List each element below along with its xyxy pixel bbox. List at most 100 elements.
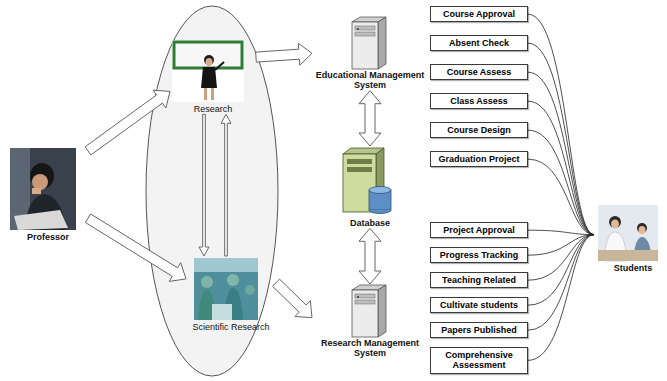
scientific-photo [194, 258, 258, 320]
box-label: Class Assess [434, 96, 524, 106]
function-box: Course Design [430, 122, 528, 138]
function-box: Course Assess [430, 64, 528, 80]
students-photo [598, 205, 658, 261]
box-label: Course Assess [434, 67, 524, 77]
connector-curve [528, 72, 594, 234]
photo-node: Scientific Research [186, 256, 276, 332]
function-box: Papers Published [430, 322, 528, 338]
function-box: Cultivate students [430, 297, 528, 313]
desk [598, 250, 658, 261]
box-label: Course Design [434, 125, 524, 135]
leg [211, 88, 214, 100]
box-label: Project Approval [434, 225, 524, 235]
head [609, 216, 621, 228]
thin-arrow [221, 114, 231, 256]
block-arrow [256, 43, 312, 65]
block-arrow [85, 90, 170, 155]
system-node: Educational Management System [312, 16, 428, 91]
photo-node: Students [594, 203, 667, 273]
photo-ground [194, 258, 258, 320]
hand [32, 188, 41, 194]
server-side [378, 17, 386, 69]
led [357, 296, 359, 298]
server-side [378, 285, 386, 337]
connector-curve [528, 235, 594, 361]
research-photo [172, 40, 244, 102]
face [206, 58, 213, 66]
surgeon-head [227, 274, 239, 286]
node-label: Scientific Research [186, 322, 276, 332]
connector-curve [528, 235, 594, 306]
whiteboard [174, 42, 242, 68]
photo-node: Professor [8, 146, 88, 242]
surgeon-head [245, 285, 255, 295]
box-label: Absent Check [434, 38, 524, 48]
node-label: Professor [8, 232, 88, 242]
function-box: Course Approval [430, 6, 528, 22]
node-label: Research Management System [312, 338, 428, 359]
connector-curve [528, 43, 594, 234]
drive-slot [355, 294, 375, 298]
face [32, 174, 48, 190]
photo-ground [172, 40, 244, 102]
function-box: Comprehensive Assessment [430, 347, 528, 374]
block-arrow [85, 214, 186, 281]
arm [215, 62, 224, 70]
block-arrow [359, 91, 381, 146]
connector-curve [528, 230, 594, 234]
photo-ground [10, 148, 76, 230]
lights [194, 258, 258, 272]
database-node: Database [330, 146, 410, 228]
function-box: Class Assess [430, 93, 528, 109]
function-box: Graduation Project [430, 151, 528, 167]
server-icon [352, 285, 386, 337]
node-label: Students [594, 263, 667, 273]
led [357, 28, 359, 30]
db-cylinder-top [369, 187, 391, 194]
dress [201, 67, 217, 88]
box-label: Course Approval [434, 9, 524, 19]
thin-arrow [199, 114, 209, 256]
db-cylinder-bottom [369, 210, 391, 214]
server-icon [352, 17, 386, 69]
photo-node: Research [170, 38, 256, 114]
face [611, 220, 619, 229]
box-label: Graduation Project [434, 154, 524, 164]
function-box: Teaching Related [430, 272, 528, 288]
connector-curve [528, 130, 594, 234]
block-arrow [359, 228, 381, 284]
connector-curve [528, 235, 594, 281]
connector-curve [528, 14, 594, 234]
server-front [352, 290, 378, 337]
node-label: Research [170, 104, 256, 114]
drive-slot [347, 167, 372, 172]
hair [30, 163, 54, 189]
papers [14, 210, 68, 230]
drive-slot [355, 26, 375, 30]
box-label: Teaching Related [434, 275, 524, 285]
box-label: Comprehensive Assessment [434, 350, 524, 371]
head [204, 55, 214, 65]
professor-photo [10, 148, 76, 230]
node-label: Educational Management System [312, 70, 428, 91]
photo-ground [598, 205, 658, 261]
function-box: Absent Check [430, 35, 528, 51]
head [637, 223, 647, 233]
connector-curve [528, 101, 594, 234]
box-label: Papers Published [434, 325, 524, 335]
block-arrow [273, 279, 313, 318]
leg [204, 88, 207, 100]
function-box: Progress Tracking [430, 247, 528, 263]
connector-curve [528, 159, 594, 234]
box-label: Cultivate students [434, 300, 524, 310]
function-box: Project Approval [430, 222, 528, 238]
drive-slot [355, 300, 375, 304]
system-node: Research Management System [312, 284, 428, 359]
database-icon [343, 148, 391, 214]
surgeon-head [201, 276, 213, 288]
drive-slot [355, 32, 375, 36]
box-label: Progress Tracking [434, 250, 524, 260]
